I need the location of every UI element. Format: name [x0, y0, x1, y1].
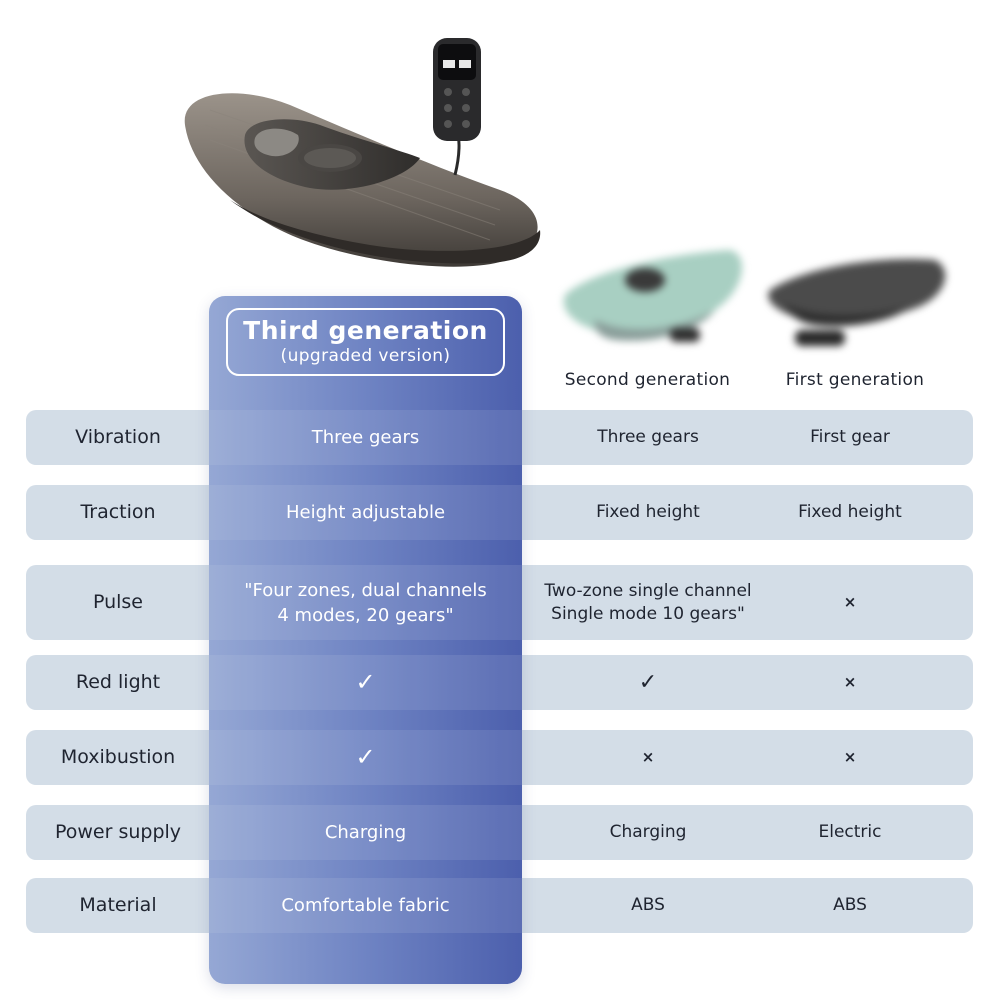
row-label: Moxibustion — [60, 746, 176, 768]
third-generation-subtitle: (upgraded version) — [280, 346, 451, 366]
row-band — [209, 565, 522, 640]
row-label: Red light — [75, 671, 161, 693]
cross-icon: × — [641, 748, 655, 766]
first-generation-product-image — [768, 259, 946, 346]
row-label: Traction — [80, 501, 156, 523]
second-generation-value: Charging — [609, 822, 687, 842]
row-band — [209, 878, 522, 933]
cross-icon: × — [843, 748, 857, 766]
row-band — [209, 730, 522, 785]
row-band — [209, 655, 522, 710]
second-generation-value: Two-zone single channel Single mode 10 g… — [544, 580, 752, 624]
second-generation-value: ABS — [631, 895, 665, 915]
first-generation-value: First gear — [810, 427, 890, 447]
third-generation-column — [209, 296, 522, 984]
check-icon: ✓ — [355, 743, 376, 771]
row-band — [209, 485, 522, 540]
third-generation-value: Height adjustable — [285, 502, 446, 523]
row-band — [209, 805, 522, 860]
row-label: Pulse — [92, 591, 144, 613]
third-generation-value: Three gears — [311, 427, 420, 448]
check-icon: ✓ — [355, 668, 376, 696]
row-label: Power supply — [54, 821, 182, 843]
second-generation-value: Fixed height — [596, 502, 700, 522]
second-generation-product-image — [563, 250, 742, 342]
first-generation-value: Electric — [818, 822, 882, 842]
third-generation-header: Third generation (upgraded version) — [226, 308, 505, 376]
third-generation-value: "Four zones, dual channels 4 modes, 20 g… — [244, 579, 487, 626]
first-generation-value: ABS — [833, 895, 867, 915]
remote-control-image — [433, 38, 481, 141]
second-generation-header: Second generation — [564, 370, 731, 390]
third-generation-title: Third generation — [243, 316, 488, 345]
cross-icon: × — [843, 593, 857, 611]
row-label: Material — [79, 894, 157, 916]
third-generation-value: Charging — [324, 822, 407, 843]
row-band — [209, 410, 522, 465]
third-generation-product-image — [184, 38, 541, 267]
row-label: Vibration — [75, 426, 161, 448]
third-generation-value: Comfortable fabric — [281, 895, 450, 916]
second-generation-value: Three gears — [597, 427, 699, 447]
cross-icon: × — [843, 673, 857, 691]
first-generation-value: Fixed height — [798, 502, 902, 522]
check-icon: ✓ — [638, 670, 658, 695]
first-generation-header: First generation — [785, 370, 925, 390]
